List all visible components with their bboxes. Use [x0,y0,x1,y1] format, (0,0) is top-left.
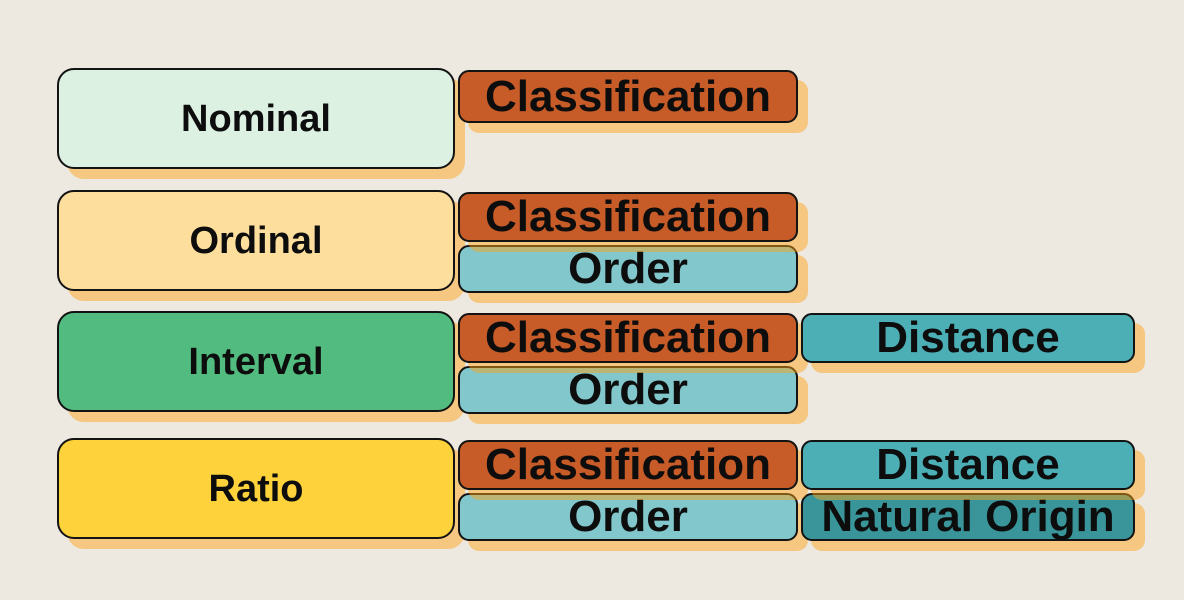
level-label-ratio: Ratio [208,467,304,510]
property-label-natural-origin: Natural Origin [821,492,1115,541]
property-label-order: Order [568,365,688,414]
property-label-distance: Distance [876,313,1060,362]
property-chip-order: Order [458,245,798,293]
property-chip-order: Order [458,366,798,414]
property-chip-classification: Classification [458,192,798,242]
level-box-interval: Interval [57,311,455,412]
property-chip-distance: Distance [801,440,1135,490]
property-chip-classification: Classification [458,313,798,363]
level-label-nominal: Nominal [181,97,331,140]
property-label-order: Order [568,492,688,541]
level-label-interval: Interval [188,340,324,383]
property-label-order: Order [568,244,688,293]
level-box-ordinal: Ordinal [57,190,455,291]
level-label-ordinal: Ordinal [189,219,323,262]
property-chip-natural-origin: Natural Origin [801,493,1135,541]
property-chip-classification: Classification [458,440,798,490]
property-label-classification: Classification [484,192,772,241]
level-box-ratio: Ratio [57,438,455,539]
level-box-nominal: Nominal [57,68,455,169]
property-label-classification: Classification [484,440,772,489]
property-label-distance: Distance [876,440,1060,489]
property-chip-order: Order [458,493,798,541]
property-label-classification: Classification [484,71,772,121]
property-chip-distance: Distance [801,313,1135,363]
property-chip-classification: Classification [458,70,798,123]
property-label-classification: Classification [484,313,772,362]
